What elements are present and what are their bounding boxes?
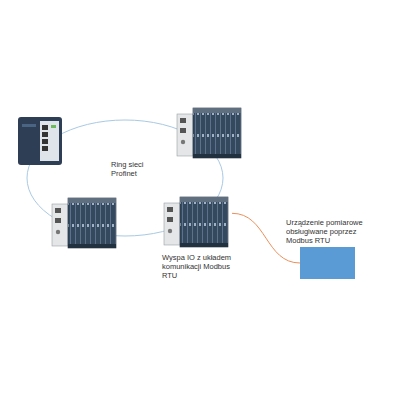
ring-label: Ring sieci Profinet xyxy=(111,160,155,178)
io-island xyxy=(52,198,116,248)
network-switch xyxy=(18,117,62,165)
node-text: Urządzenie pomiarowe obsługiwane poprzez… xyxy=(286,218,366,245)
node-text: Wyspa IO z układem komunikacji Modbus RT… xyxy=(162,253,236,280)
device-node: Urządzenie pomiarowe obsługiwane poprzez… xyxy=(286,218,366,279)
io-island-node: Wyspa IO z układem komunikacji Modbus RT… xyxy=(162,193,236,280)
io-island xyxy=(162,193,232,251)
measurement-device xyxy=(300,247,355,279)
io-island xyxy=(177,108,241,158)
